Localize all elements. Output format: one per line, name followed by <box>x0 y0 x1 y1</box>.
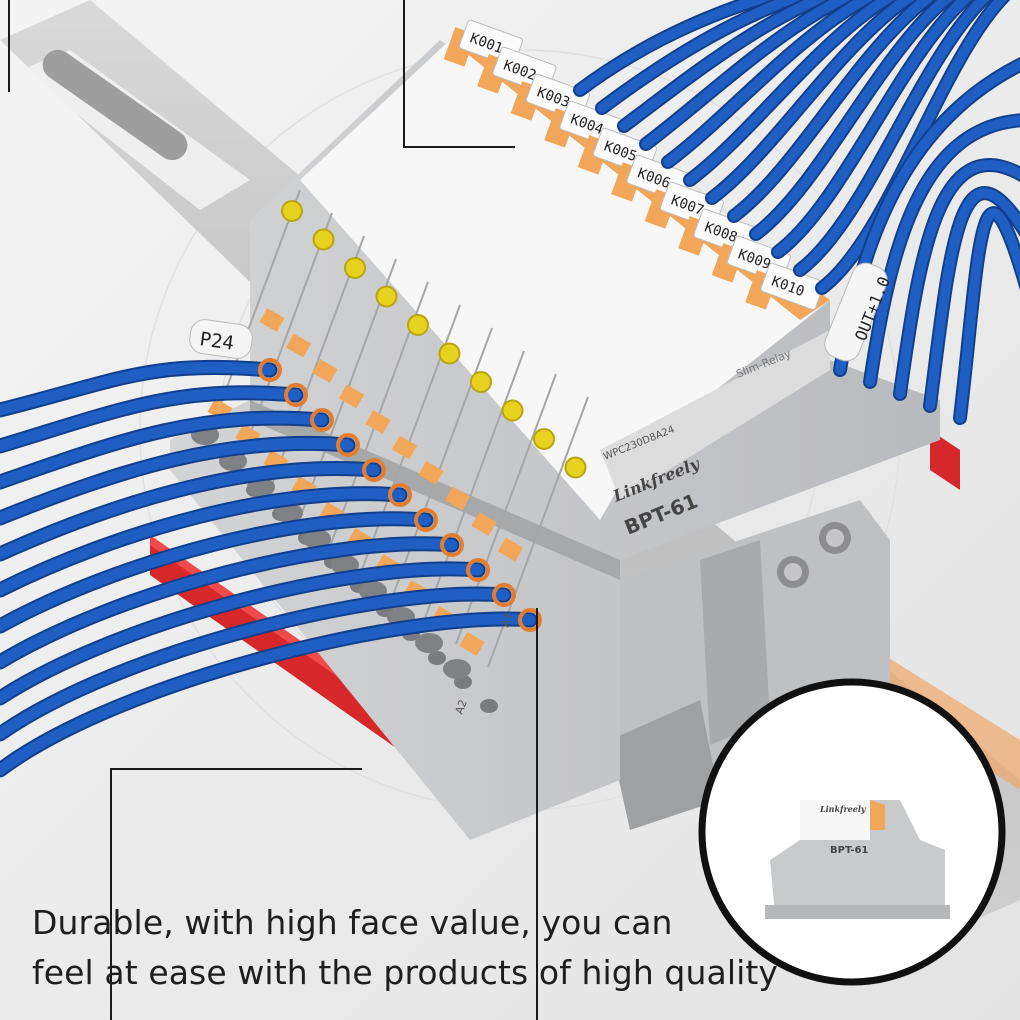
terminal-latch <box>418 461 444 485</box>
terminal-hole <box>428 651 446 665</box>
wire <box>751 0 953 239</box>
inset-model-label: BPT-61 <box>830 845 868 856</box>
wire <box>729 0 934 221</box>
wire <box>0 387 302 452</box>
status-led <box>533 428 555 450</box>
wire-ferrule <box>284 383 308 407</box>
terminal-hole <box>415 633 443 653</box>
terminal-latch <box>444 486 471 511</box>
status-led <box>375 285 398 308</box>
wire <box>0 437 354 524</box>
terminal-latch-row <box>207 308 524 656</box>
caption-line-1: Durable, with high face value, you can <box>32 903 673 942</box>
status-led <box>312 228 335 251</box>
wire-ferrule <box>388 483 412 507</box>
terminal-hole <box>303 529 331 549</box>
terminal-hole <box>480 699 498 713</box>
inset-product-view: Linkfreely BPT-61 <box>698 678 1006 986</box>
wire <box>663 0 874 167</box>
terminal-latch <box>285 333 312 358</box>
wire <box>795 0 990 275</box>
wire-tag-out: OUT+1.0 <box>824 262 894 362</box>
inset-brand-label: Linkfreely <box>819 804 867 814</box>
right-wire-bundle <box>573 0 1020 425</box>
wire-ferrule <box>414 508 438 532</box>
wire <box>0 513 432 632</box>
module-label-tag: K001 <box>443 19 523 68</box>
wire-tag-p24: P24 <box>189 319 253 359</box>
wire-ferrule <box>440 533 464 557</box>
callout-line-top <box>403 0 515 148</box>
wire-ferrule <box>466 558 490 582</box>
callout-line-bottom-left <box>110 768 362 1020</box>
terminal-latch <box>471 512 497 536</box>
wire <box>0 613 536 776</box>
status-led <box>407 314 429 336</box>
terminal-latch <box>459 632 485 656</box>
wire <box>0 488 406 596</box>
status-led <box>501 399 524 422</box>
wire <box>0 361 276 416</box>
wire <box>575 0 773 95</box>
wire <box>685 0 895 185</box>
wire <box>0 462 380 560</box>
status-led <box>564 456 587 479</box>
wire <box>895 160 1020 399</box>
caption: Durable, with high face value, you can f… <box>32 898 792 998</box>
callout-line-bottom-mid <box>536 608 538 1020</box>
status-led <box>344 257 366 279</box>
wire <box>865 115 1020 387</box>
status-led <box>438 342 461 365</box>
wire <box>955 208 1020 423</box>
status-led <box>281 200 303 222</box>
callout-line-left-top <box>8 0 10 92</box>
wire-ferrule <box>492 583 516 607</box>
wire <box>0 563 484 704</box>
left-wire-bundle <box>0 358 542 778</box>
status-led <box>470 371 492 393</box>
wire <box>0 538 458 668</box>
wire <box>773 0 972 257</box>
terminal-latch <box>497 537 524 562</box>
module-label-tag: K010 <box>745 262 825 311</box>
terminal-hole <box>275 503 303 523</box>
caption-line-2: feel at ease with the products of high q… <box>32 953 779 992</box>
wire-ferrule <box>362 458 386 482</box>
wire <box>707 0 915 203</box>
terminal-latch <box>365 410 391 434</box>
wire <box>0 412 328 488</box>
terminal-a1-label: A1 <box>499 611 516 629</box>
wire <box>619 0 829 131</box>
terminal-latch <box>391 435 418 460</box>
wire <box>925 188 1020 411</box>
terminal-hole <box>443 659 471 679</box>
wire-ferrule <box>310 408 334 432</box>
wire <box>597 0 803 113</box>
wire-ferrule <box>258 358 282 382</box>
wire <box>817 0 1008 293</box>
wire-ferrule <box>336 433 360 457</box>
terminal-a2-label: A2 <box>453 698 470 716</box>
terminal-latch <box>312 359 338 383</box>
terminal-latch <box>338 384 365 409</box>
wire <box>0 588 510 740</box>
wire-ferrule <box>518 608 542 632</box>
terminal-latch <box>259 308 285 332</box>
status-led-row <box>281 200 587 479</box>
wire <box>641 0 852 149</box>
wire-tag-p24-text: P24 <box>198 328 235 355</box>
